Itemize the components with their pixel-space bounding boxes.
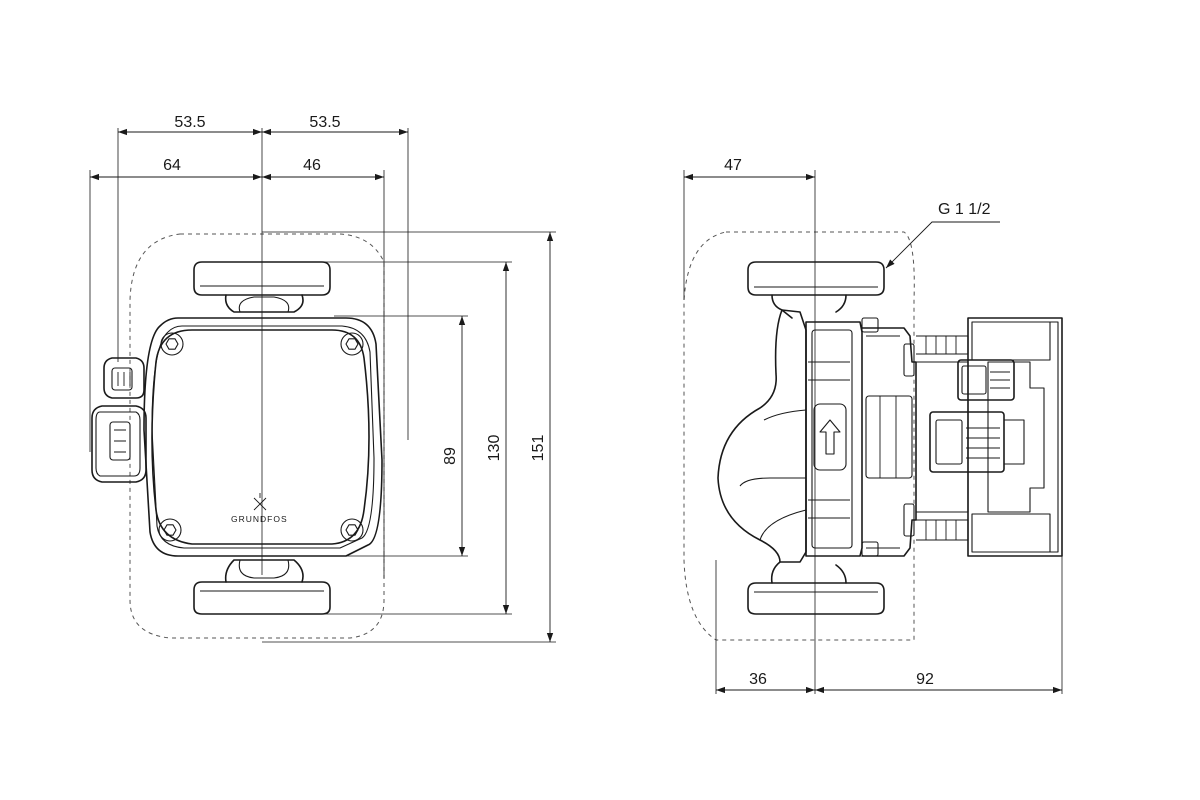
- side-control-box: [967, 317, 1063, 557]
- dim-label-89: 89: [442, 447, 459, 465]
- flow-direction-arrow-icon: [819, 419, 841, 455]
- dim-label-53-5-right: 53.5: [309, 114, 340, 131]
- dim-label-53-5-left: 53.5: [174, 114, 205, 131]
- front-ext-lines: [89, 128, 409, 578]
- side-bottom-flange: [747, 561, 885, 615]
- dim-47: 47: [684, 157, 815, 181]
- dim-53-5-left: 53.5: [118, 114, 262, 136]
- dim-92: 92: [815, 671, 1062, 694]
- thread-label: G 1 1/2: [938, 201, 991, 218]
- side-ext-lines: [683, 170, 1063, 694]
- front-clearance-outline: [129, 233, 385, 639]
- front-ext-lines-horizontal: [262, 231, 556, 643]
- side-fins: [916, 335, 969, 541]
- dim-label-47: 47: [724, 157, 742, 174]
- dim-53-5-right: 53.5: [262, 114, 408, 136]
- bolt-top-left: [160, 332, 184, 356]
- side-clearance-outline: [683, 231, 915, 641]
- dim-46: 46: [262, 157, 384, 181]
- bolt-bottom-right: [340, 518, 364, 542]
- grundfos-logo-icon: [253, 493, 267, 511]
- brand-label: GRUNDFOS: [231, 514, 288, 524]
- front-view: GRUNDFOS 53.5 53.5: [89, 114, 556, 643]
- side-top-flange: [747, 261, 885, 319]
- dim-label-64: 64: [163, 157, 181, 174]
- side-main-body: [805, 321, 863, 557]
- dim-64: 64: [90, 157, 262, 181]
- front-pump-housing: GRUNDFOS: [143, 317, 383, 557]
- dim-label-130: 130: [486, 435, 503, 462]
- side-connector-plug: [929, 359, 1025, 473]
- dim-label-36: 36: [749, 671, 767, 688]
- dim-label-46: 46: [303, 157, 321, 174]
- dim-89: 89: [442, 316, 466, 556]
- bolt-bottom-left: [158, 518, 182, 542]
- dim-36: 36: [716, 671, 815, 694]
- dim-label-151: 151: [530, 435, 547, 462]
- dim-130: 130: [486, 262, 510, 614]
- dim-label-92: 92: [916, 671, 934, 688]
- bolt-top-right: [340, 332, 364, 356]
- dim-151: 151: [530, 232, 554, 642]
- thread-callout: G 1 1/2: [885, 201, 1000, 269]
- side-stator: [861, 317, 917, 557]
- front-connectors: [91, 357, 147, 483]
- side-volute: [717, 309, 807, 563]
- side-view: 47 G 1 1/2 36 92: [683, 157, 1063, 694]
